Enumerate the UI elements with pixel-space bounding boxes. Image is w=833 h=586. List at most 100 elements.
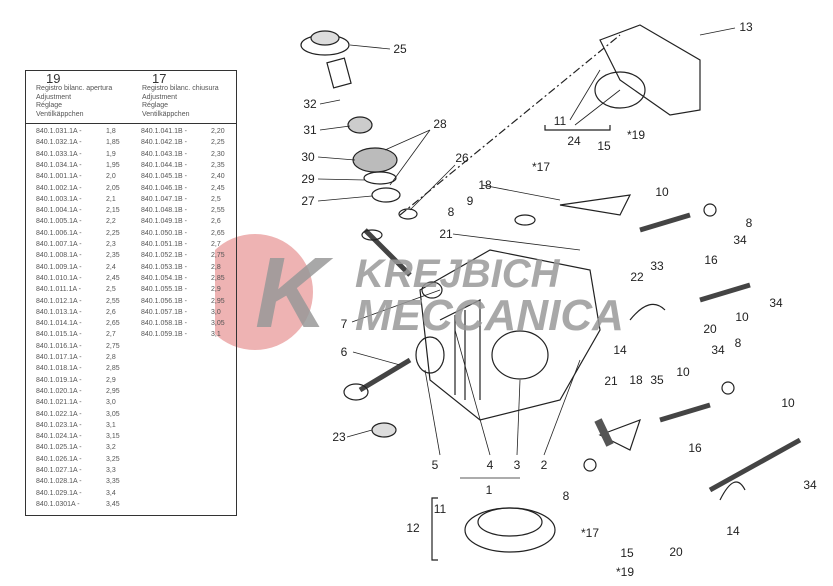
table-row: 840.1.059.1B - 3,1 xyxy=(141,331,241,338)
part-32-sensor xyxy=(326,57,352,89)
table-row: 840.1.0301A -3,45 xyxy=(36,501,136,508)
part-callout: 4 xyxy=(486,458,494,472)
part-code: 840.1.026.1A - xyxy=(36,455,82,463)
thickness-value: 3,0 xyxy=(211,308,221,316)
table-row: 840.1.025.1A -3,2 xyxy=(36,444,136,451)
part-callout: 16 xyxy=(704,253,718,267)
table-row: 840.1.033.1A -1,9 xyxy=(36,151,136,158)
part-callout: 27 xyxy=(301,194,315,208)
thickness-value: 2,65 xyxy=(106,320,120,328)
thickness-value: 2,35 xyxy=(106,252,120,260)
part-code: 840.1.057.1B - xyxy=(141,308,187,316)
part-11-manifold-seal xyxy=(477,507,543,537)
part-5-seal xyxy=(415,336,445,374)
thickness-value: 2,9 xyxy=(211,286,221,294)
thickness-value: 2,95 xyxy=(211,297,225,305)
part-callout: 10 xyxy=(655,185,669,199)
column-19-header: 19 Registro bilanc. apertura Adjustment … xyxy=(36,72,112,119)
part-code: 840.1.015.1A - xyxy=(36,331,82,339)
thickness-value: 2,6 xyxy=(106,308,116,316)
thickness-value: 2,65 xyxy=(211,229,225,237)
table-row: 840.1.012.1A -2,55 xyxy=(36,298,136,305)
table-row: 840.1.041.1B -2,20 xyxy=(141,128,241,135)
table-row: 840.1.058.1B -3,05 xyxy=(141,320,241,327)
table-row: 840.1.015.1A - 2,7 xyxy=(36,331,136,338)
thickness-value: 2,4 xyxy=(106,263,116,271)
part-code: 840.1.043.1B - xyxy=(141,150,187,158)
part-callout: 10 xyxy=(781,396,795,410)
table-row: 840.1.051.1B -2,7 xyxy=(141,241,241,248)
thickness-value: 2,25 xyxy=(211,139,225,147)
thickness-value: 3,15 xyxy=(106,433,120,441)
part-code: 840.1.059.1B - xyxy=(141,331,187,339)
part-code: 840.1.053.1B - xyxy=(141,263,187,271)
header-line: Réglage xyxy=(36,102,63,110)
thickness-value: 2,75 xyxy=(211,252,225,260)
part-code: 840.1.003.1A - xyxy=(36,195,82,203)
part-18-rocker xyxy=(598,418,641,451)
thickness-value: 2,9 xyxy=(106,376,116,384)
bracket-24 xyxy=(544,125,611,131)
table-row: 840.1.013.1A - 2,6 xyxy=(36,309,136,316)
thickness-value: 2,7 xyxy=(106,331,116,339)
part-code: 840.1.020.1A - xyxy=(36,387,82,395)
part-code: 840.1.004.1A - xyxy=(36,207,82,215)
part-code: 840.1.050.1B - xyxy=(141,229,187,237)
thickness-value: 3,0 xyxy=(106,399,116,407)
part-callout: *17 xyxy=(531,160,551,174)
header-line: Ventilkäppchen xyxy=(36,110,84,118)
part-callout: 24 xyxy=(567,134,581,148)
thickness-value: 2,15 xyxy=(106,207,120,215)
part-code: 840.1.005.1A - xyxy=(36,218,82,226)
table-row: 840.1.006.1A -2,25 xyxy=(36,230,136,237)
part-callout: 15 xyxy=(597,139,611,153)
table-row: 840.1.021.1A -3,0 xyxy=(36,399,136,406)
table-row: 840.1.055.1B -2,9 xyxy=(141,286,241,293)
part-code: 840.1.019.1A - xyxy=(36,376,82,384)
leader-lines xyxy=(317,27,736,479)
thickness-value: 2,55 xyxy=(211,207,225,215)
table-row: 840.1.029.1A -3,4 xyxy=(36,490,136,497)
thickness-value: 2,3 xyxy=(106,241,116,248)
part-4-seal xyxy=(421,281,443,299)
part-callout: 15 xyxy=(620,546,634,560)
part-30-spring-cap xyxy=(352,147,398,173)
thickness-value: 2,6 xyxy=(211,218,221,226)
table-row: 840.1.022.1A -3,05 xyxy=(36,411,136,418)
part-code: 840.1.056.1B - xyxy=(141,297,187,305)
table-row: 840.1.049.1B -2,6 xyxy=(141,218,241,225)
table-row: 840.1.005.1A -2,2 xyxy=(36,218,136,225)
thickness-value: 2,25 xyxy=(106,229,120,237)
thickness-value: 1,9 xyxy=(106,150,116,158)
part-code: 840.1.027.1A - xyxy=(36,467,82,474)
part-code: 840.1.013.1A - xyxy=(36,308,82,316)
thickness-value: 2,8 xyxy=(211,263,221,271)
thickness-value: 2,35 xyxy=(211,161,225,169)
part-callout: 16 xyxy=(688,441,702,455)
part-code: 840.1.024.1A - xyxy=(36,433,82,441)
part-code: 840.1.041.1B - xyxy=(141,128,187,135)
thickness-value: 3,1 xyxy=(211,331,221,339)
table-row: 840.1.034.1A -1,95 xyxy=(36,162,136,169)
thickness-value: 3,4 xyxy=(106,489,116,497)
assembly-axis-line xyxy=(399,34,621,216)
part-8-washer xyxy=(703,203,717,217)
table-row: 840.1.002.1A -2,05 xyxy=(36,185,136,192)
part-callout: 33 xyxy=(650,259,664,273)
table-row: 840.1.023.1A -3,1 xyxy=(36,422,136,429)
table-row: 840.1.044.1B - 2,35 xyxy=(141,162,241,169)
table-row: 840.1.004.1A - 2,15 xyxy=(36,207,136,214)
thickness-value: 2,1 xyxy=(106,195,116,203)
part-callout: *19 xyxy=(626,128,646,142)
part-8-washer xyxy=(583,458,597,472)
table-row: 840.1.010.1A -2,45 xyxy=(36,275,136,282)
part-code: 840.1.010.1A - xyxy=(36,274,82,282)
table-row: 840.1.048.1B -2,55 xyxy=(141,207,241,214)
table-row: 840.1.042.1B -2,25 xyxy=(141,139,241,146)
part-code: 840.1.044.1B - xyxy=(141,161,187,169)
part-code: 840.1.052.1B - xyxy=(141,252,187,260)
table-row: 840.1.057.1B - 3,0 xyxy=(141,309,241,316)
part-callout: 2 xyxy=(540,458,548,472)
part-callout: 34 xyxy=(769,296,783,310)
